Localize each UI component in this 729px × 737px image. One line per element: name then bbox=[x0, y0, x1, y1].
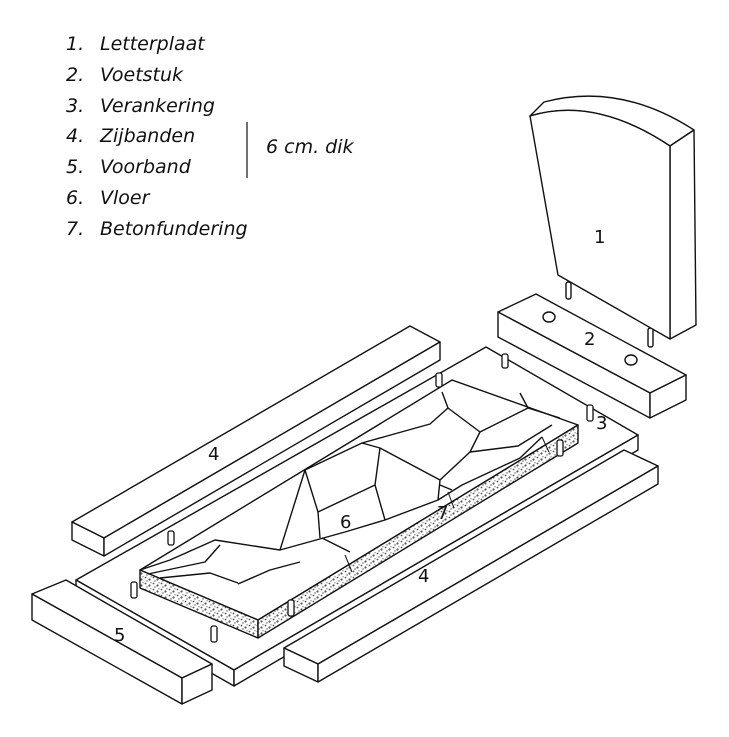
anchor-hole bbox=[624, 354, 638, 366]
part-label-betonfundering: 7 bbox=[437, 503, 448, 524]
legend-item-vloer: 6. Vloer bbox=[66, 187, 151, 209]
anchor-pin bbox=[556, 439, 564, 457]
anchor-hole bbox=[542, 311, 556, 323]
part-label-vloer: 6 bbox=[340, 512, 351, 533]
letterplaat bbox=[529, 95, 697, 340]
part-label-verankering: 3 bbox=[596, 413, 607, 434]
legend-item-voetstuk: 2. Voetstuk bbox=[66, 64, 184, 86]
legend-label: Voorband bbox=[100, 156, 192, 178]
anchor-pin bbox=[130, 581, 138, 599]
legend-number: 2. bbox=[66, 64, 84, 86]
anchor-pin bbox=[647, 327, 654, 348]
verankering-pins bbox=[130, 353, 594, 643]
legend-item-letterplaat: 1. Letterplaat bbox=[66, 33, 206, 55]
legend-number: 1. bbox=[66, 33, 84, 55]
legend-item-zijbanden: 4. Zijbanden bbox=[66, 125, 195, 147]
part-label-voetstuk: 2 bbox=[584, 329, 595, 350]
legend: 1. Letterplaat 2. Voetstuk 3. Verankerin… bbox=[66, 33, 355, 240]
legend-number: 7. bbox=[66, 218, 84, 240]
legend-number: 4. bbox=[66, 125, 84, 147]
legend-item-betonfundering: 7. Betonfundering bbox=[66, 218, 248, 240]
anchor-pin bbox=[210, 625, 218, 643]
anchor-pin bbox=[167, 530, 175, 546]
anchor-pin bbox=[501, 353, 509, 369]
legend-label: Letterplaat bbox=[100, 33, 206, 55]
part-label-zijband-left: 4 bbox=[208, 444, 219, 465]
legend-label: Betonfundering bbox=[100, 218, 248, 240]
betonfundering-side bbox=[257, 424, 579, 639]
part-label-voorband: 5 bbox=[114, 625, 125, 646]
voorband bbox=[31, 579, 213, 705]
zijband-left bbox=[71, 325, 441, 557]
legend-bracket-note: 6 cm. dik bbox=[266, 136, 355, 158]
legend-label: Vloer bbox=[100, 187, 151, 209]
legend-label: Voetstuk bbox=[100, 64, 184, 86]
voetstuk bbox=[497, 281, 687, 419]
legend-label: Verankering bbox=[100, 95, 215, 117]
anchor-pin bbox=[435, 372, 443, 388]
part-label-zijband-right: 4 bbox=[418, 566, 429, 587]
zijband-right bbox=[283, 449, 659, 683]
part-label-letterplaat: 1 bbox=[594, 227, 605, 248]
legend-number: 3. bbox=[66, 95, 84, 117]
legend-item-verankering: 3. Verankering bbox=[66, 95, 215, 117]
legend-number: 6. bbox=[66, 187, 84, 209]
anchor-pin bbox=[565, 281, 572, 300]
anchor-pin bbox=[287, 599, 295, 617]
vloer bbox=[139, 379, 579, 639]
anchor-pin bbox=[586, 404, 594, 422]
legend-number: 5. bbox=[66, 156, 84, 178]
legend-label: Zijbanden bbox=[99, 125, 195, 147]
legend-item-voorband: 5. Voorband bbox=[66, 156, 192, 178]
